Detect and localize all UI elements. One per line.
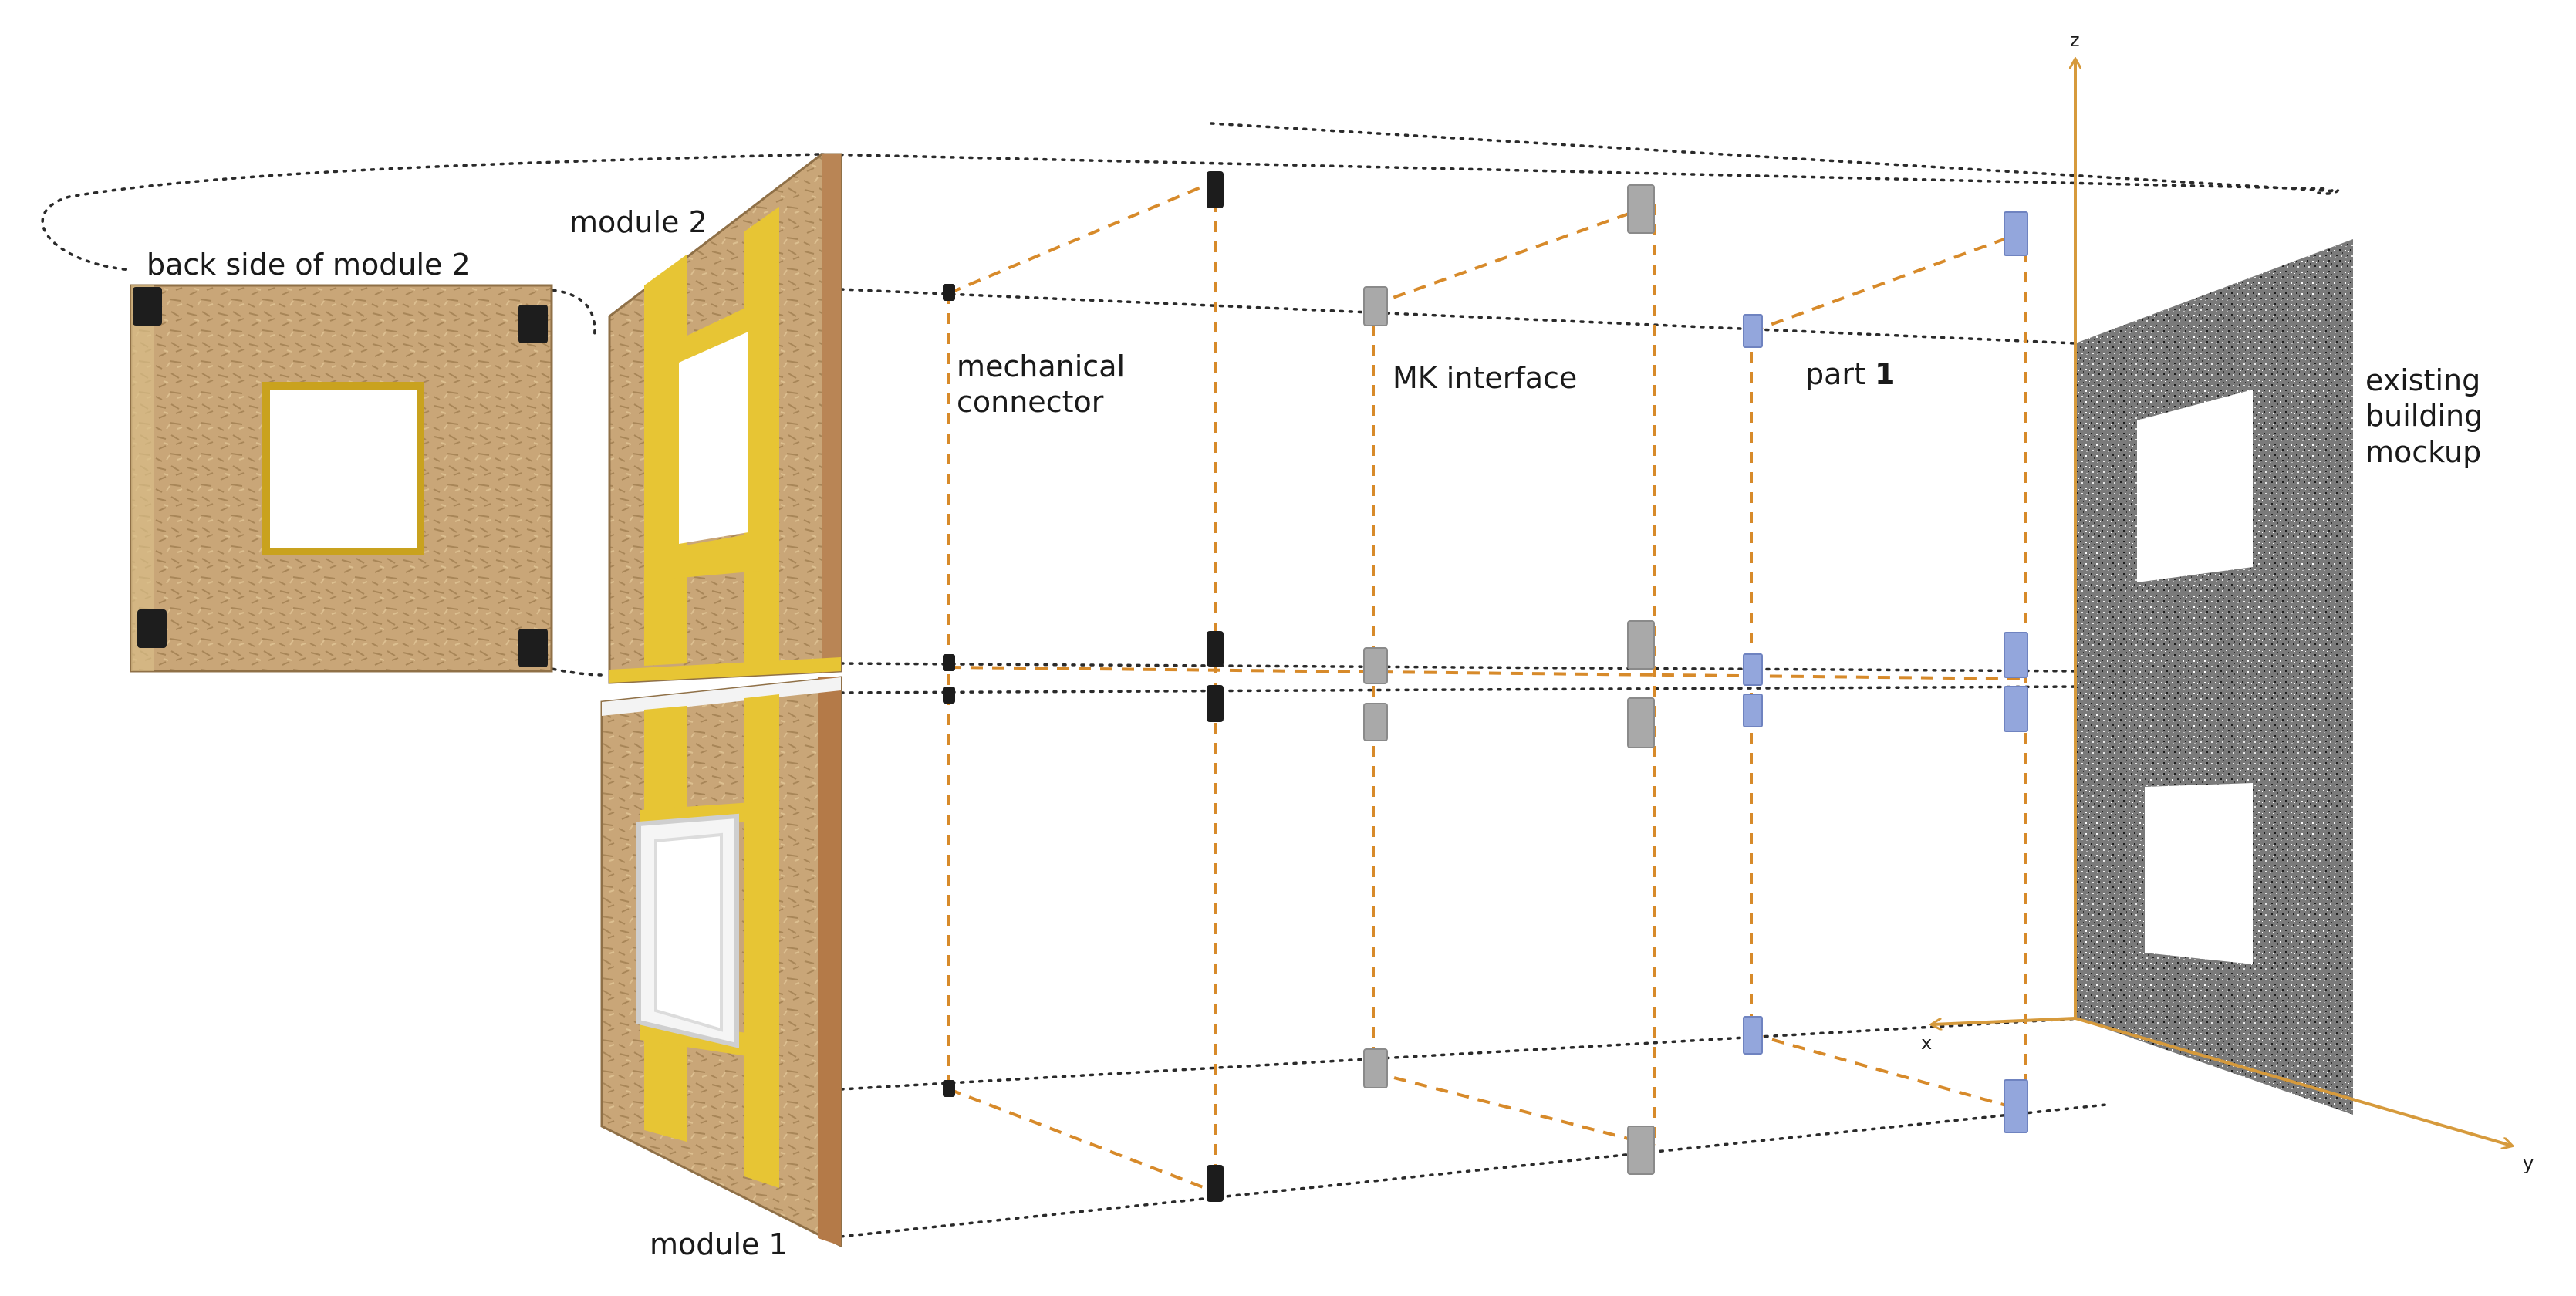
module-2-panel bbox=[608, 153, 842, 684]
label-back-side: back side of module 2 bbox=[147, 248, 471, 282]
part1-plate-icon bbox=[2004, 211, 2028, 256]
orange-dashed-diagonals bbox=[948, 180, 2026, 1193]
label-mechanical-line1: mechanical bbox=[957, 349, 1126, 383]
existing-building-mockup bbox=[2075, 239, 2353, 1115]
axis-label-x: x bbox=[1921, 1032, 1933, 1054]
label-existing-building-mockup: existing building mockup bbox=[2365, 363, 2483, 470]
axis-label-z: z bbox=[2070, 29, 2080, 51]
dotted-line-3 bbox=[839, 662, 2085, 673]
orange-dashed-verticals bbox=[947, 181, 2027, 1192]
label-part-word: part bbox=[1805, 357, 1875, 391]
dotted-connector-top bbox=[542, 288, 596, 341]
mk-interface-block-icon bbox=[1363, 1048, 1388, 1088]
label-part-1: part 1 bbox=[1805, 356, 1895, 392]
label-part-number: 1 bbox=[1875, 357, 1896, 391]
label-building: building bbox=[2365, 399, 2483, 434]
dotted-line-1 bbox=[820, 153, 2331, 191]
mechanical-connector-icon bbox=[943, 284, 955, 301]
mk-interface-block-icon bbox=[1363, 703, 1388, 741]
mockup-window-lower bbox=[2145, 783, 2253, 964]
mechanical-connector-icon bbox=[943, 687, 955, 704]
dotted-line-4 bbox=[839, 685, 2085, 694]
mk-interface-block-icon bbox=[1627, 697, 1655, 748]
dotted-top-line bbox=[1210, 122, 2339, 193]
label-module-2: module 2 bbox=[569, 205, 707, 239]
dotted-loop-right bbox=[2317, 187, 2340, 195]
label-mockup: mockup bbox=[2365, 434, 2482, 469]
part1-plate-icon bbox=[2004, 632, 2028, 678]
part1-plate-icon bbox=[1743, 314, 1763, 348]
coordinate-axes bbox=[1933, 60, 2511, 1146]
mechanical-connector-icon bbox=[943, 654, 955, 671]
part1-plates bbox=[1743, 211, 2028, 1133]
mechanical-connector-icon bbox=[1207, 685, 1224, 722]
mk-interface-block-icon bbox=[1363, 286, 1388, 326]
mechanical-connectors bbox=[943, 171, 1224, 1202]
mechanical-connector-icon bbox=[1207, 171, 1224, 208]
mk-interface-block-icon bbox=[1627, 620, 1655, 670]
mk-interface-blocks bbox=[1363, 184, 1655, 1175]
part1-plate-icon bbox=[1743, 694, 1763, 727]
label-existing: existing bbox=[2365, 363, 2481, 397]
back-side-panel bbox=[130, 284, 553, 673]
label-mk-interface: MK interface bbox=[1393, 361, 1578, 395]
mk-interface-block-icon bbox=[1627, 1126, 1655, 1175]
axis-label-y: y bbox=[2523, 1153, 2534, 1174]
bracket-icon bbox=[137, 609, 167, 648]
label-module-1: module 1 bbox=[650, 1227, 788, 1261]
dotted-line-5 bbox=[839, 1017, 2085, 1091]
part1-plate-icon bbox=[1743, 1016, 1763, 1055]
mechanical-connector-icon bbox=[1207, 631, 1224, 667]
dotted-connector-bottom bbox=[542, 666, 607, 677]
bracket-icon bbox=[133, 287, 162, 326]
dotted-projection-lines bbox=[41, 122, 2340, 1238]
dotted-line-6 bbox=[839, 1103, 2108, 1238]
label-mechanical-connector: mechanical connector bbox=[957, 349, 1125, 420]
mechanical-connector-icon bbox=[943, 1080, 955, 1097]
mechanical-connector-icon bbox=[1207, 1165, 1224, 1202]
x-axis-arrow bbox=[1933, 1017, 2076, 1024]
dotted-loop-left bbox=[41, 153, 819, 272]
y-axis-arrow bbox=[2075, 1017, 2511, 1146]
part1-plate-icon bbox=[2004, 686, 2028, 732]
mockup-window-upper bbox=[2137, 390, 2253, 582]
label-connector-line2: connector bbox=[957, 385, 1104, 420]
dotted-line-2 bbox=[839, 288, 2077, 345]
bracket-icon bbox=[518, 305, 548, 343]
part1-plate-icon bbox=[1743, 653, 1763, 686]
mk-interface-block-icon bbox=[1363, 647, 1388, 684]
module-1-panel bbox=[600, 676, 842, 1248]
part1-plate-icon bbox=[2004, 1079, 2028, 1133]
mk-interface-block-icon bbox=[1627, 184, 1655, 234]
bracket-icon bbox=[518, 629, 548, 667]
